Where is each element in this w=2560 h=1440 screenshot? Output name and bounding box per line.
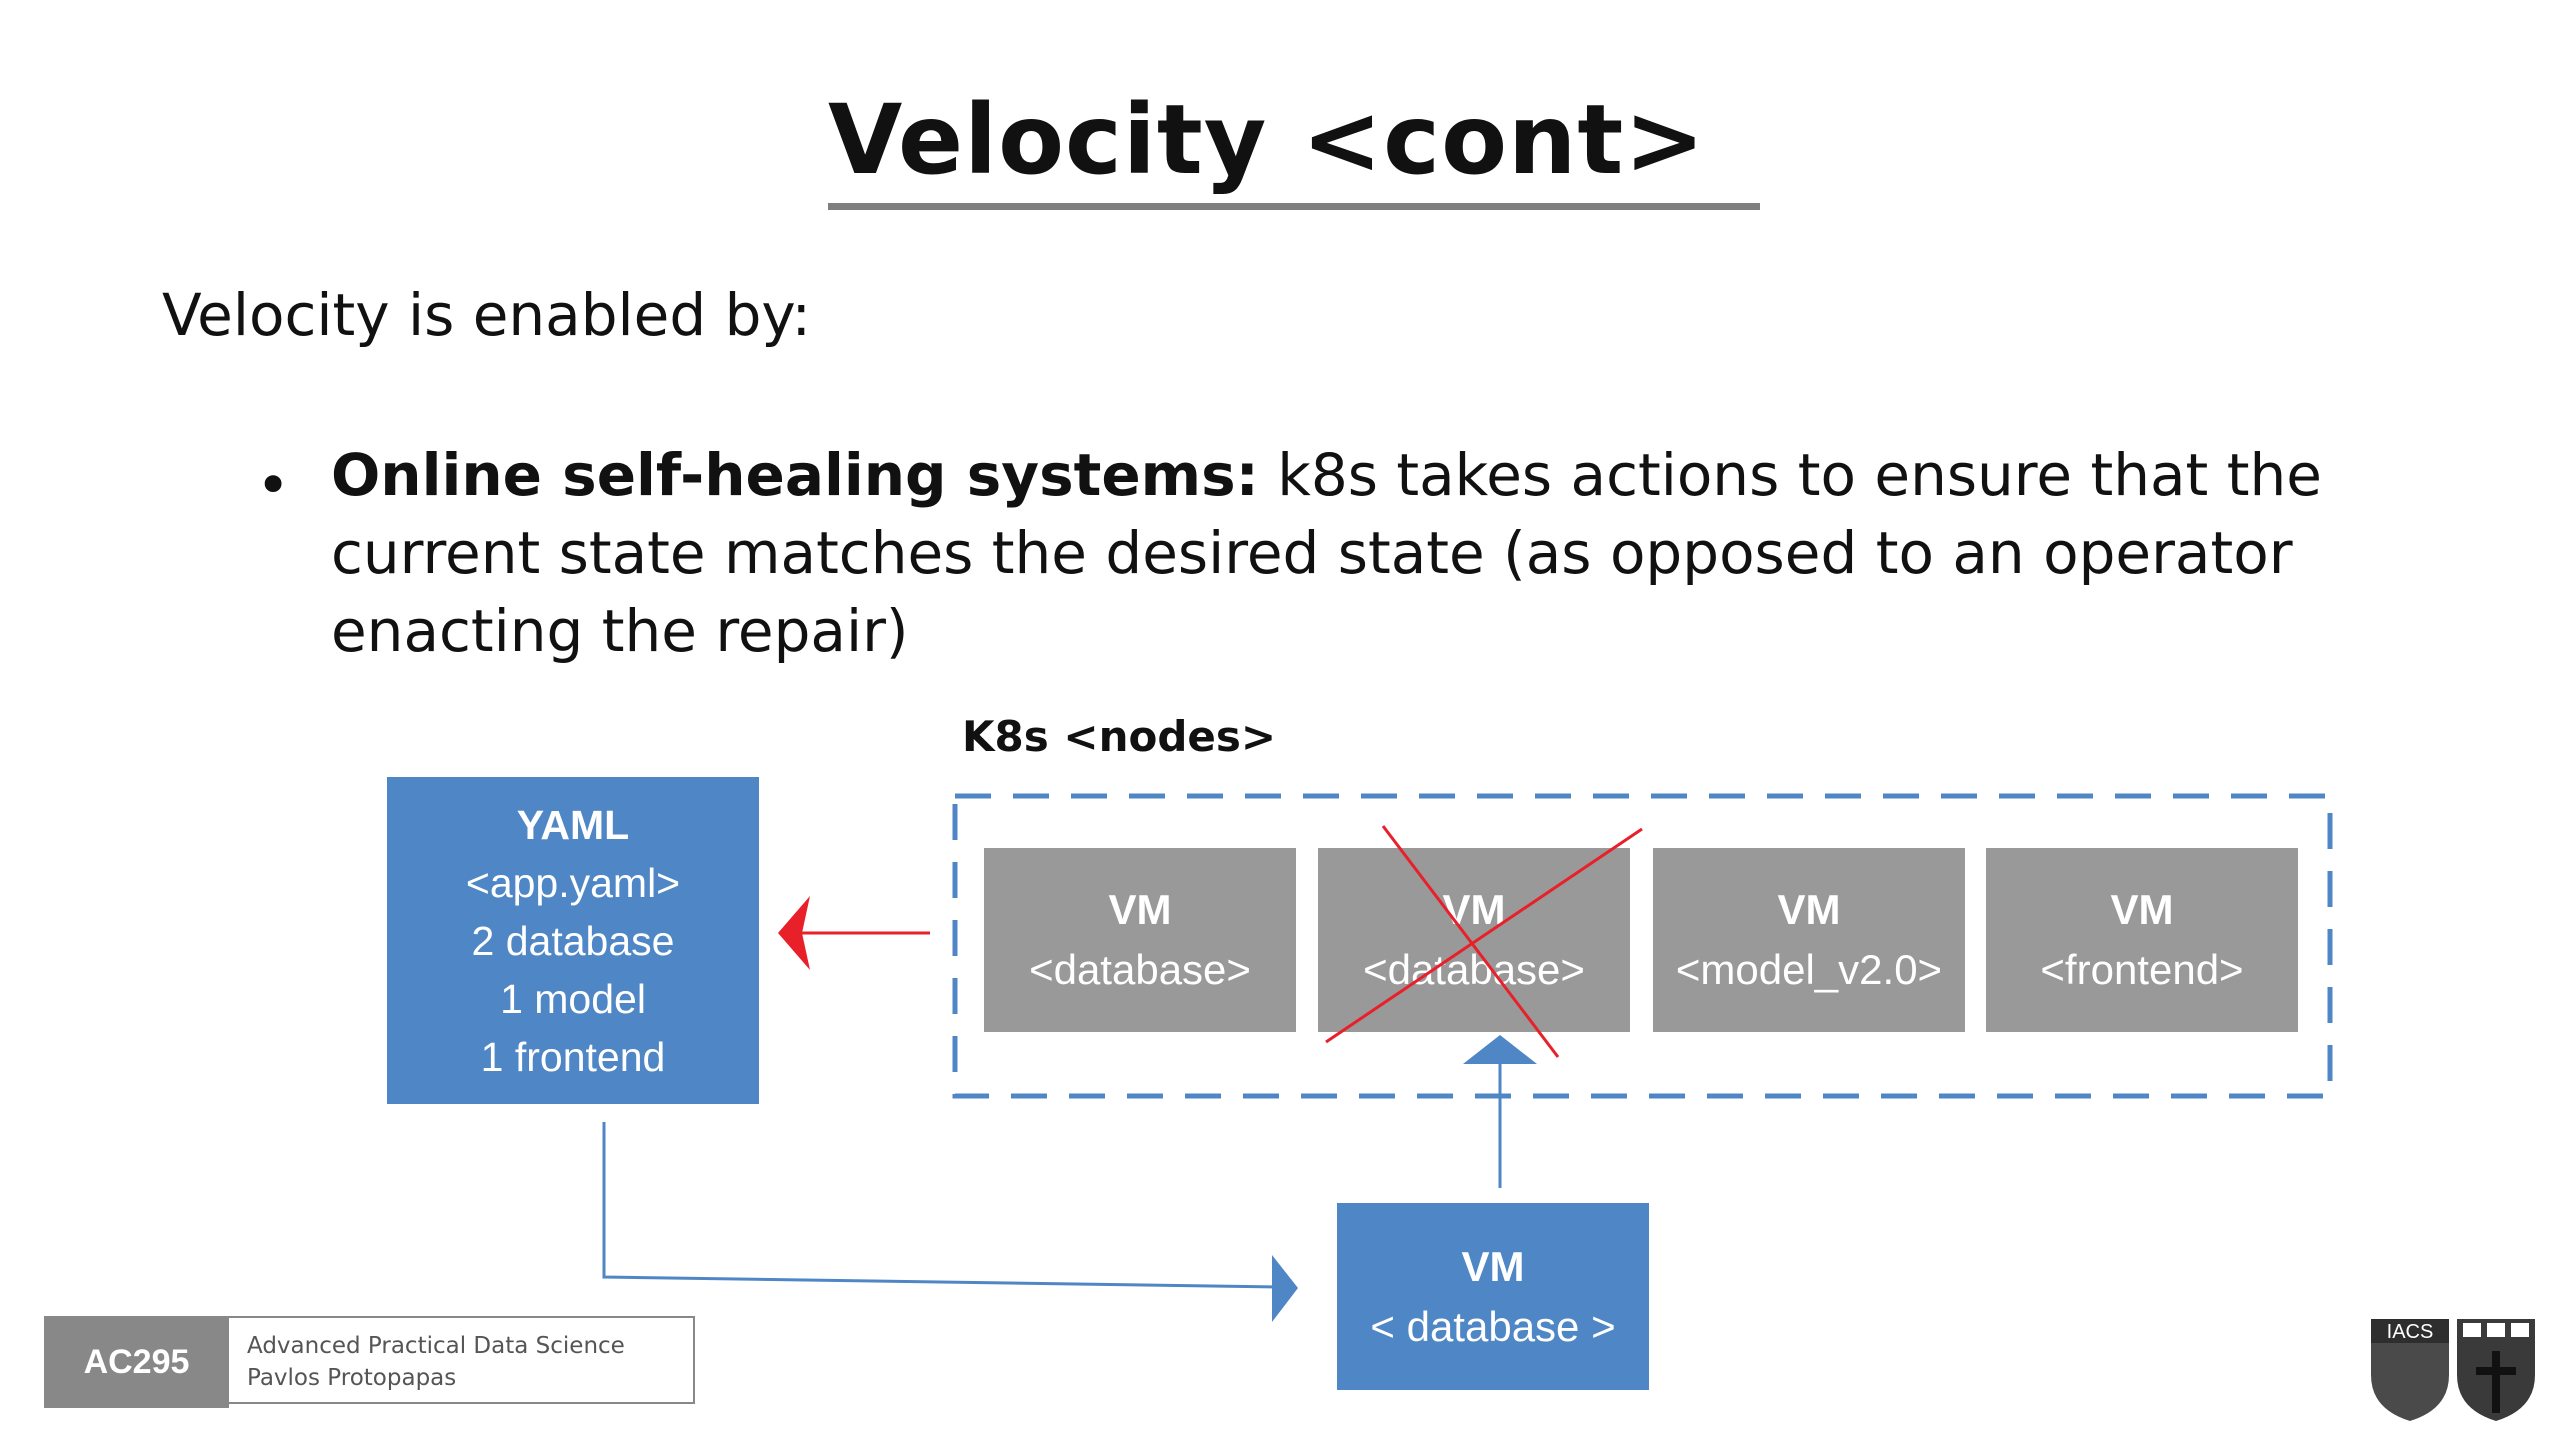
vm-role: <database>: [1363, 946, 1585, 993]
vm-title: VM: [1442, 886, 1506, 933]
yaml-box: YAML <app.yaml> 2 database 1 model 1 fro…: [387, 777, 759, 1104]
yaml-line-database: 2 database: [471, 917, 675, 964]
vm-up-arrowhead: [1463, 1035, 1537, 1064]
nodes-label: K8s <nodes>: [962, 712, 1277, 761]
nodes-dashed-border: [952, 793, 2333, 1099]
vm-title: VM: [1108, 886, 1172, 933]
red-arrow-head: [778, 896, 810, 970]
yaml-to-vm-arrowhead: [1272, 1255, 1298, 1322]
bullet-heading: Online self-healing systems:: [331, 441, 1259, 509]
vm-role: <frontend>: [2040, 946, 2244, 993]
vm-node-model: VM <model_v2.0>: [1653, 848, 1965, 1032]
course-code-badge: AC295: [44, 1316, 229, 1408]
vm-role: <database>: [1029, 946, 1251, 993]
bullet-body: k8s takes actions to ensure that the cur…: [331, 441, 2322, 665]
vm-role: < database >: [1370, 1302, 1616, 1350]
vm-node-database: VM <database>: [984, 848, 1296, 1032]
yaml-file: <app.yaml>: [465, 859, 681, 906]
instructor-name: Pavlos Protopapas: [247, 1365, 457, 1391]
vm-title: VM: [1777, 886, 1841, 933]
vm-title: VM: [2110, 886, 2174, 933]
intro-text: Velocity is enabled by:: [162, 281, 812, 349]
logo-text: IACS: [2387, 1321, 2434, 1343]
vm-role: <model_v2.0>: [1675, 946, 1943, 993]
course-name: Advanced Practical Data Science: [247, 1333, 625, 1359]
iacs-harvard-logo: IACS: [2371, 1319, 2535, 1421]
yaml-line-model: 1 model: [500, 975, 646, 1022]
course-info: Advanced Practical Data Science Pavlos P…: [229, 1316, 695, 1404]
bullet-point: Online self-healing systems: k8s takes a…: [331, 436, 2391, 670]
title-underline: [828, 203, 1760, 210]
yaml-title: YAML: [516, 801, 630, 848]
slide-title: Velocity <cont>: [828, 84, 1706, 196]
vm-title: VM: [1461, 1242, 1525, 1290]
yaml-to-vm-line: [602, 1122, 1279, 1289]
yaml-line-frontend: 1 frontend: [480, 1033, 666, 1080]
vm-node-new-database: VM < database >: [1337, 1203, 1649, 1390]
bullet-icon: •: [256, 451, 291, 519]
vm-node-database-failed: VM <database>: [1318, 848, 1630, 1032]
vm-node-frontend: VM <frontend>: [1986, 848, 2298, 1032]
